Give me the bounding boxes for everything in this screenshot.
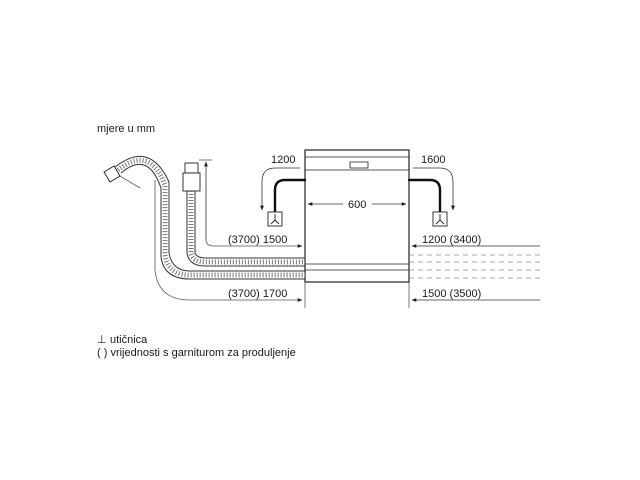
socket-symbol-icon: ⊥ xyxy=(97,334,107,346)
right-dashed-lines xyxy=(409,254,540,279)
socket-legend-label: utičnica xyxy=(110,334,148,346)
right-socket-icon xyxy=(432,211,448,227)
dishwasher-unit xyxy=(304,149,410,308)
units-caption: mjere u mm xyxy=(97,123,155,135)
left-power-cable xyxy=(260,167,307,214)
width-label: 600 xyxy=(348,199,366,211)
right-outlet-height-label: 1600 xyxy=(421,154,445,166)
drain-hose xyxy=(103,156,305,280)
parentheses-legend-label: ( ) vrijednosti s garniturom za produlje… xyxy=(97,347,296,359)
drain-hose-length-label: (3700) 1500 xyxy=(228,234,287,246)
supply-hose xyxy=(182,162,305,267)
left-outlet-height-label: 1200 xyxy=(271,154,295,166)
supply-vertical-dimension xyxy=(199,159,303,248)
right-power-cable xyxy=(407,167,455,214)
legend: ⊥ utičnica ( ) vrijednosti s garniturom … xyxy=(97,334,296,359)
supply-length-dimension xyxy=(154,180,303,302)
right-lower-length-label: 1500 (3500) xyxy=(422,288,481,300)
left-socket-icon xyxy=(267,211,283,227)
right-upper-length-label: 1200 (3400) xyxy=(422,234,481,246)
supply-hose-length-label: (3700) 1700 xyxy=(228,288,287,300)
